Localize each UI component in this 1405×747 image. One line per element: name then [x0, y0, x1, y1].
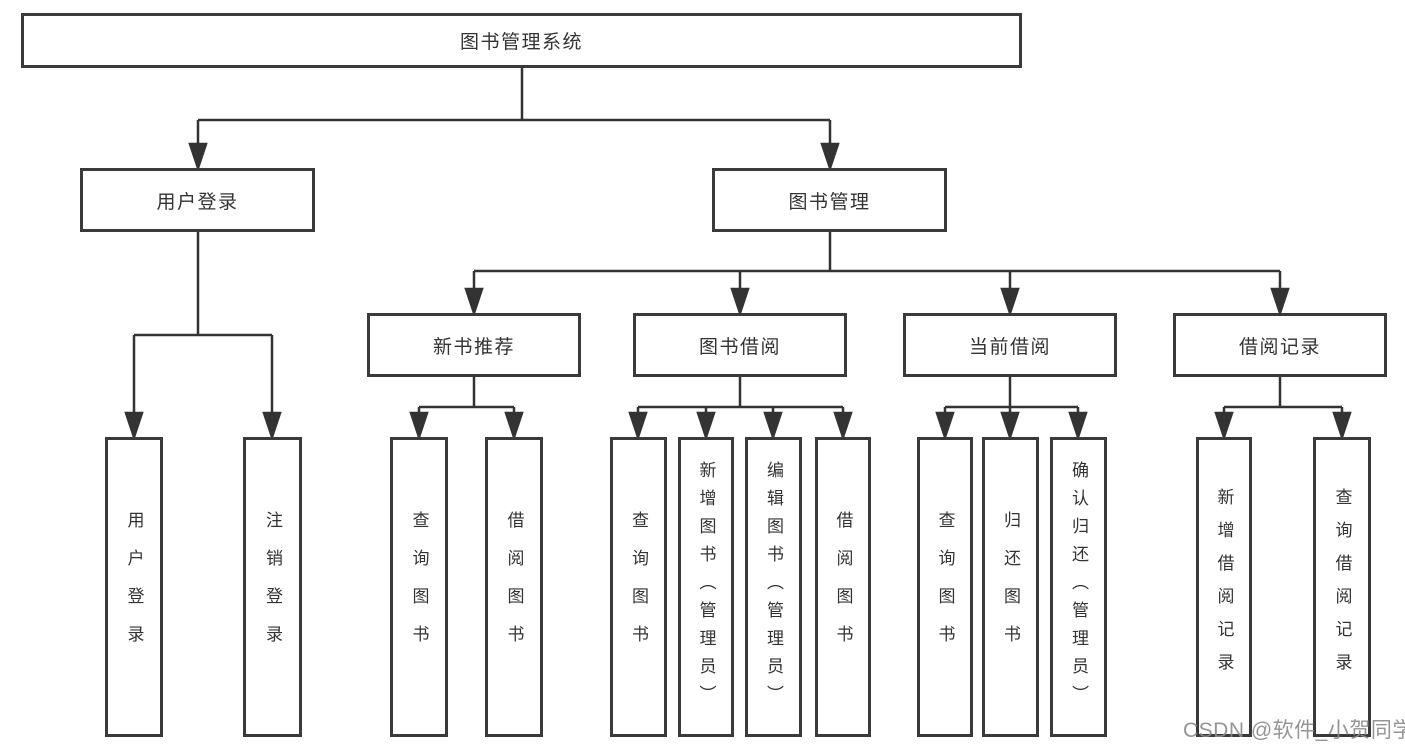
arrowhead-icon: [1000, 411, 1020, 441]
node-borrow-records: 借阅记录: [1173, 313, 1387, 377]
leaf-logout-label: 注销登录: [263, 511, 282, 663]
connector-book-borrow-to-leaves: [628, 377, 853, 441]
leaf-user-login-label: 用户登录: [124, 511, 144, 663]
leaf-query-books-recommend: 查询图书: [390, 437, 448, 737]
node-new-book-recommend-label: 新书推荐: [432, 336, 515, 358]
arrowhead-icon: [1270, 287, 1290, 317]
connector-current-borrow-to-leaves: [935, 377, 1088, 441]
leaf-logout: 注销登录: [243, 437, 302, 737]
node-current-borrowing-label: 当前借阅: [968, 336, 1051, 358]
leaf-confirm-return-admin: 确认归还（管理员）: [1050, 437, 1107, 737]
leaf-borrow-books-borrowing: 借阅图书: [815, 437, 871, 737]
arrowhead-icon: [262, 411, 282, 441]
leaf-borrow-books-recommend-label: 借阅图书: [504, 511, 524, 663]
node-user-login: 用户登录: [80, 168, 315, 232]
arrowhead-icon: [730, 287, 750, 317]
leaf-confirm-return-admin-label: 确认归还（管理员）: [1069, 461, 1088, 713]
leaf-user-login: 用户登录: [105, 437, 163, 737]
arrowhead-icon: [628, 411, 648, 441]
leaf-query-books-borrowing-label: 查询图书: [629, 511, 648, 663]
arrowhead-icon: [763, 411, 783, 441]
connector-new-book-to-leaves: [409, 377, 524, 441]
node-new-book-recommend: 新书推荐: [367, 313, 581, 377]
leaf-query-books-current: 查询图书: [917, 437, 973, 737]
arrowhead-icon: [464, 287, 484, 317]
leaf-edit-book-admin-label: 编辑图书（管理员）: [764, 461, 783, 713]
leaf-query-borrow-record-label: 查询借阅记录: [1332, 488, 1352, 686]
arrowhead-icon: [1000, 287, 1020, 317]
arrowhead-icon: [1214, 411, 1234, 441]
node-root: 图书管理系统: [21, 13, 1022, 68]
leaf-query-books-recommend-label: 查询图书: [409, 511, 429, 663]
leaf-add-borrow-record: 新增借阅记录: [1196, 437, 1252, 737]
arrowhead-icon: [1068, 411, 1088, 441]
leaf-add-book-admin-label: 新增图书（管理员）: [696, 461, 716, 713]
connector-book-mgmt-to-level3: [464, 232, 1290, 317]
leaf-add-book-admin: 新增图书（管理员）: [678, 437, 734, 737]
leaf-return-books: 归还图书: [982, 437, 1039, 737]
leaf-query-books-current-label: 查询图书: [935, 511, 955, 663]
arrowhead-icon: [696, 411, 716, 441]
arrowhead-icon: [409, 411, 429, 441]
leaf-add-borrow-record-label: 新增借阅记录: [1214, 488, 1234, 686]
leaf-edit-book-admin: 编辑图书（管理员）: [745, 437, 802, 737]
node-book-management-label: 图书管理: [788, 191, 871, 213]
csdn-watermark: CSDN @软件_小贺同学: [1183, 719, 1405, 742]
node-book-borrowing: 图书借阅: [633, 313, 847, 377]
node-book-management: 图书管理: [712, 168, 947, 232]
arrowhead-icon: [504, 411, 524, 441]
arrowhead-icon: [833, 411, 853, 441]
arrowhead-icon: [1332, 411, 1352, 441]
arrowhead-icon: [820, 142, 840, 172]
node-book-borrowing-label: 图书借阅: [698, 336, 781, 358]
arrowhead-icon: [188, 142, 208, 172]
arrowhead-icon: [124, 411, 144, 441]
leaf-return-books-label: 归还图书: [1001, 511, 1020, 663]
connector-borrow-records-to-leaves: [1214, 377, 1352, 441]
node-current-borrowing: 当前借阅: [903, 313, 1117, 377]
arrowhead-icon: [935, 411, 955, 441]
connector-root-to-level2: [188, 68, 840, 172]
connector-user-login-to-leaves: [124, 232, 282, 441]
node-borrow-records-label: 借阅记录: [1238, 336, 1321, 358]
leaf-borrow-books-borrowing-label: 借阅图书: [833, 511, 853, 663]
node-user-login-label: 用户登录: [156, 191, 239, 213]
leaf-borrow-books-recommend: 借阅图书: [485, 437, 543, 737]
leaf-query-books-borrowing: 查询图书: [610, 437, 667, 737]
leaf-query-borrow-record: 查询借阅记录: [1313, 437, 1371, 737]
node-root-label: 图书管理系统: [459, 32, 583, 53]
